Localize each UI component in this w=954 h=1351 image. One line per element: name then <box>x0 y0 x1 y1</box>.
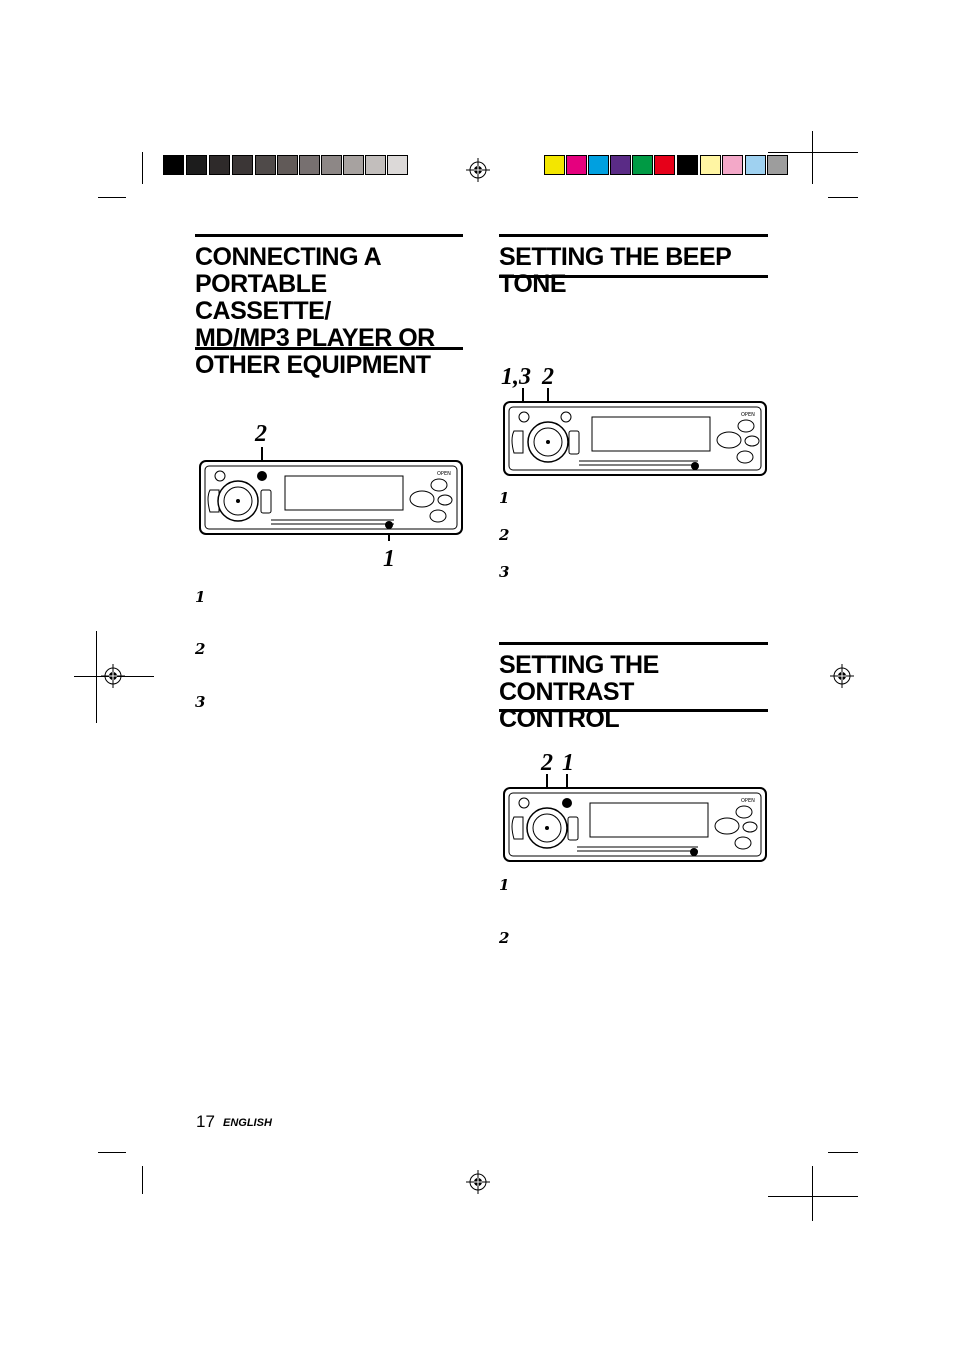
color-swatch <box>632 155 653 175</box>
language-label: ENGLISH <box>223 1117 272 1129</box>
callout-2: 2 <box>541 750 553 776</box>
registration-target-right <box>830 664 854 688</box>
gray-swatch <box>186 155 207 175</box>
step-number: 3 <box>195 693 206 711</box>
car-stereo-illustration: OPEN <box>503 388 767 476</box>
callout-1-3: 1,3 <box>501 364 531 390</box>
step-number: 2 <box>499 526 510 544</box>
gray-swatch <box>321 155 342 175</box>
color-swatch <box>722 155 743 175</box>
color-swatch <box>767 155 788 175</box>
step-number: 1 <box>195 588 206 606</box>
color-swatch <box>745 155 766 175</box>
gray-swatch <box>255 155 276 175</box>
color-swatch <box>654 155 675 175</box>
gray-swatch <box>365 155 386 175</box>
open-label: OPEN <box>437 471 451 477</box>
car-stereo-illustration: OPEN <box>503 774 767 862</box>
step-number: 1 <box>499 489 510 507</box>
title-line: MD/MP3 PLAYER OR <box>195 324 435 352</box>
page-number: 17 <box>196 1112 215 1131</box>
callout-1: 1 <box>562 750 574 776</box>
callout-2: 2 <box>542 364 554 390</box>
registration-target-left <box>101 664 125 688</box>
step-number: 1 <box>499 876 510 894</box>
color-swatch <box>610 155 631 175</box>
gray-swatch <box>277 155 298 175</box>
title-line: SETTING THE CONTRAST <box>499 651 659 706</box>
color-swatch <box>588 155 609 175</box>
title-line: CONTROL <box>499 705 620 733</box>
callout-1: 1 <box>383 546 395 572</box>
section-title-connecting: CONNECTING A PORTABLE CASSETTE/ MD/MP3 P… <box>195 234 463 379</box>
gray-swatch <box>299 155 320 175</box>
gray-swatch <box>232 155 253 175</box>
section-title-contrast: SETTING THE CONTRAST CONTROL <box>499 642 768 733</box>
step-number: 2 <box>499 929 510 947</box>
open-label: OPEN <box>741 412 755 418</box>
title-line: CONNECTING A <box>195 243 382 271</box>
registration-target-bottom <box>466 1170 490 1194</box>
step-number: 3 <box>499 563 510 581</box>
registration-target-top <box>466 158 490 182</box>
open-label: OPEN <box>741 798 755 804</box>
callout-2: 2 <box>255 421 267 447</box>
gray-swatch <box>163 155 184 175</box>
color-swatch <box>677 155 698 175</box>
title-line: SETTING THE BEEP TONE <box>499 243 731 298</box>
gray-swatch <box>343 155 364 175</box>
title-line: OTHER EQUIPMENT <box>195 351 431 379</box>
color-swatch <box>544 155 565 175</box>
color-swatch <box>566 155 587 175</box>
section-title-beep-tone: SETTING THE BEEP TONE <box>499 234 768 298</box>
gray-swatch <box>387 155 408 175</box>
title-line: PORTABLE CASSETTE/ <box>195 270 331 325</box>
car-stereo-illustration: OPEN <box>199 447 463 541</box>
color-swatch <box>700 155 721 175</box>
gray-swatch <box>209 155 230 175</box>
step-number: 2 <box>195 640 206 658</box>
